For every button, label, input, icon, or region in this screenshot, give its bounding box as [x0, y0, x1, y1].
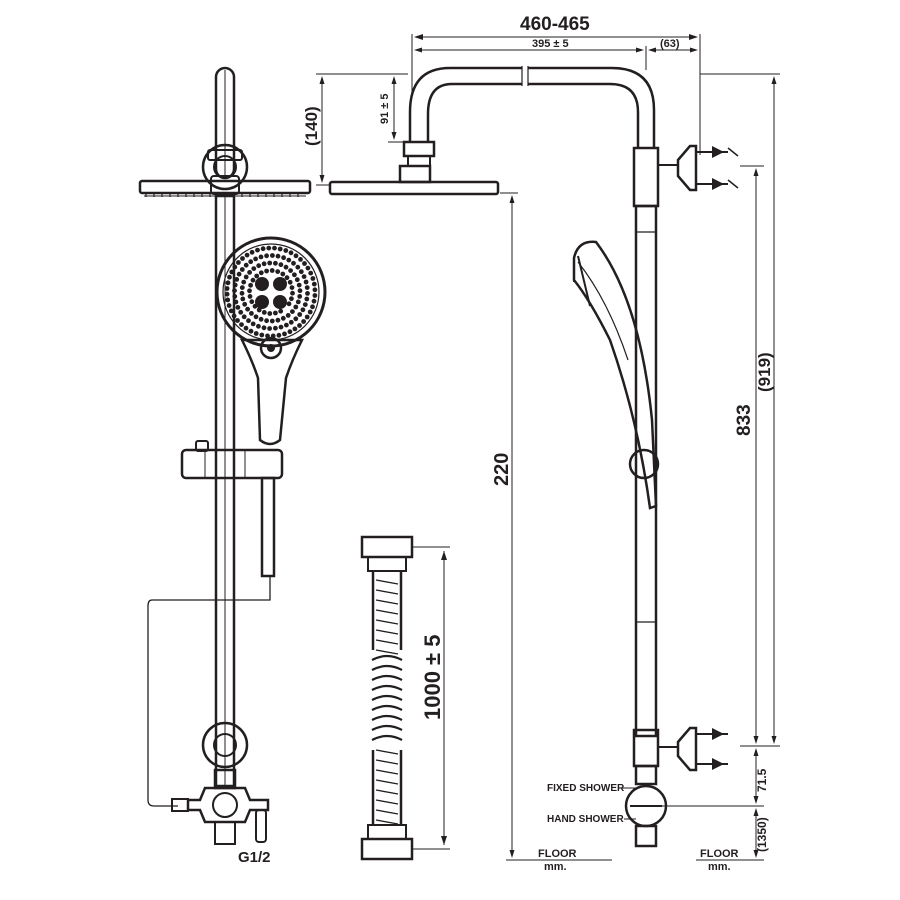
floor-label-right: FLOOR: [700, 848, 739, 860]
side-overhead-arm: [408, 66, 656, 148]
dimension-lines: [316, 34, 780, 861]
front-hand-shower: [215, 236, 327, 446]
arm-length-dim: 395 ± 5: [532, 38, 569, 50]
hose-length-dim: 1000 ± 5: [420, 635, 445, 720]
side-top-wall-bracket: [632, 144, 739, 208]
front-hose: [147, 576, 271, 807]
bottom-total-dim: (1350): [755, 817, 769, 852]
side-view: FIXED SHOWER HAND SHOWER: [328, 66, 739, 848]
side-bottom-wall-bracket: [632, 726, 728, 772]
side-hand-shower: [572, 240, 660, 510]
overall-width-dim: 460-465: [520, 14, 590, 35]
offset-dim: (63): [660, 38, 680, 50]
unit-label-right: mm.: [708, 861, 731, 873]
front-view: G1/2: [138, 66, 327, 866]
hose-drawing: 1000 ± 5: [360, 535, 450, 861]
side-main-rail: [634, 204, 658, 738]
floor-label-left: FLOOR: [538, 848, 577, 860]
side-overhead-shower-head: [328, 180, 500, 196]
unit-label-left: mm.: [544, 861, 567, 873]
bottom-small-dim: 71.5: [755, 768, 769, 792]
total-height-dim: 220: [491, 453, 513, 486]
front-top-holder: [201, 143, 249, 191]
rail-total-dim: (919): [755, 352, 774, 392]
front-diverter-valve: [171, 768, 270, 845]
front-sliding-holder: [180, 440, 284, 578]
rail-height-dim: 833: [734, 404, 755, 436]
hand-shower-label: HAND SHOWER: [547, 814, 624, 825]
thread-label: G1/2: [238, 849, 271, 866]
fixed-shower-label: FIXED SHOWER: [547, 783, 625, 794]
head-drop-dim: (140): [302, 106, 321, 146]
drop-small-dim: 91 ± 5: [379, 93, 391, 124]
front-bottom-holder: [201, 721, 249, 769]
front-overhead-shower-head: [138, 175, 312, 197]
